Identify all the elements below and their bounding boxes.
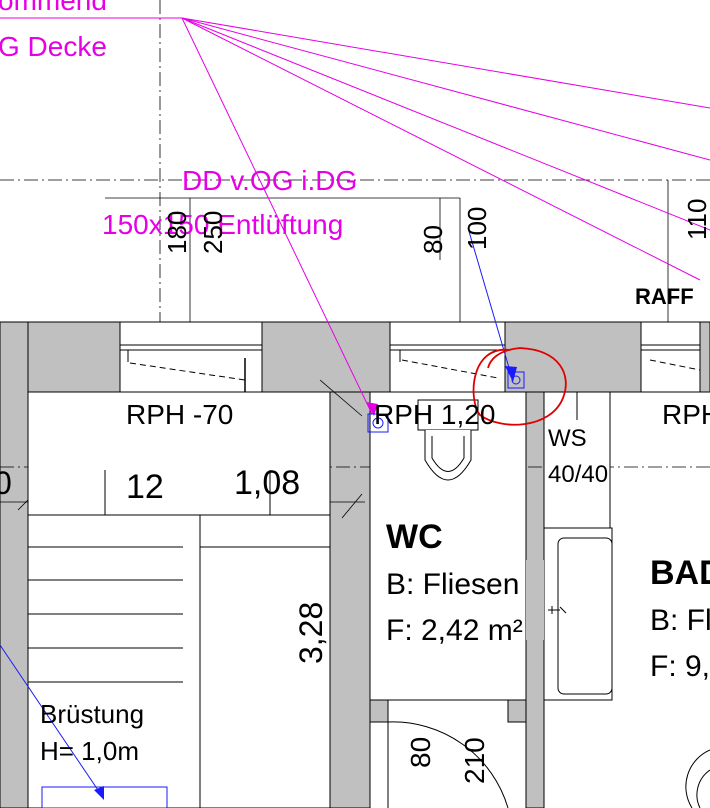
label-ws-size: 40/40 [548,461,608,488]
bathtub [543,527,613,701]
wc-toilet-tank [417,399,479,431]
label-raff: RAFF [635,284,694,309]
label-rph-wc: RPH 1,20 [374,399,495,430]
wall-right-strip [699,321,710,393]
wc-toilet-bowl [424,430,472,481]
dim-12: 12 [126,468,164,506]
label-rph-left: RPH -70 [126,399,233,430]
red-markup-circle [472,347,567,426]
dim-80: 80 [418,225,448,254]
annotation-top-line2: G Decke [0,31,107,62]
arrowhead-blue-railing [94,786,104,800]
dim-180: 180 [162,211,192,254]
window-wc [389,321,506,393]
arrowhead-magenta [366,402,378,416]
wall-between-windows [261,321,391,393]
dim-328: 3,28 [293,602,329,664]
annotation-dd-line2: 150x150 Entlüftung [102,209,343,240]
wc-right-wall-mask [526,560,544,640]
dim-210: 210 [459,737,490,784]
dim-108: 1,08 [234,464,300,502]
wc-door-arc [387,721,509,808]
wc-room-area: F: 2,42 m² [386,614,523,647]
bad-door-arcs [685,749,710,808]
dim-100: 100 [462,207,492,250]
arrowhead-blue-shaft [505,366,517,382]
stair [27,391,331,808]
annotation-top-line1: ommend [0,0,107,16]
dim-80-door: 80 [405,737,436,768]
blue-leaders [0,227,525,797]
label-bruestung: Brüstung [40,699,144,729]
wc-room-name: WC [386,518,443,556]
wall-wc-left [329,391,371,808]
wc-room-floor: B: Fliesen [386,568,519,601]
label-ws: WS [548,425,587,452]
wall-left [0,321,29,808]
label-rph-right: RPH [662,399,710,430]
bad-room-name: BAD [650,554,710,592]
axis-lines [0,0,710,468]
window-right [640,321,701,393]
window-left [119,321,263,393]
dim-250: 250 [198,211,228,254]
label-bruestung-height: H= 1,0m [40,736,139,766]
annotation-dd-line1: DD v.OG i.DG [182,165,357,196]
bad-room-floor: B: Fliesen [650,604,710,637]
wall-wc-right [504,321,642,393]
dim-110: 110 [682,199,710,240]
wc-room [369,391,527,808]
annotation-leaders [0,17,710,415]
shaft-ws [543,391,611,529]
dim-0: 0 [0,465,12,501]
bad-room-area: F: 9, [650,650,710,683]
faucet-icon [548,606,567,614]
